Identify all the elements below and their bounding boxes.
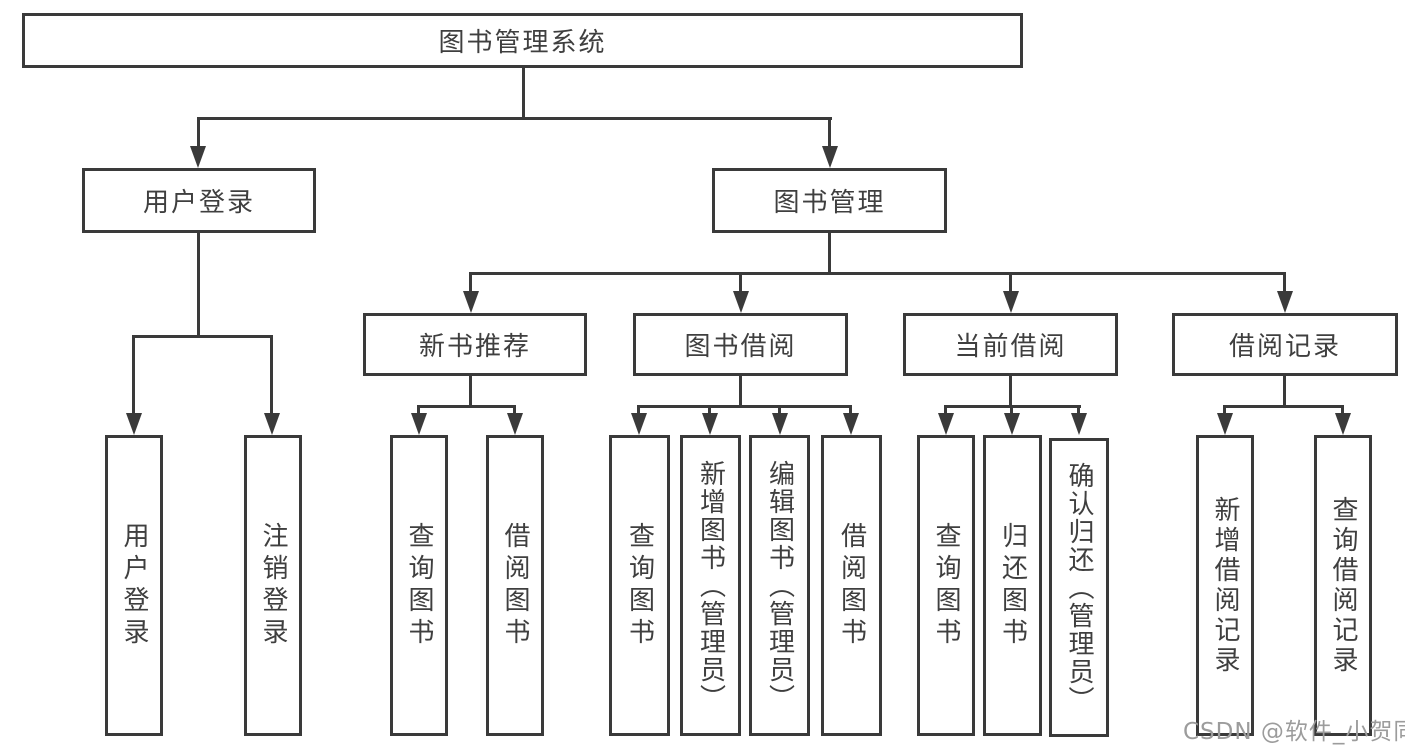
connector [849,406,852,418]
leaf-borrow-query-books: 查询图书 [609,435,670,736]
arrow-down-icon [772,413,788,435]
arrow-down-icon [1335,413,1351,435]
connector [739,274,742,294]
node-current-borrow: 当前借阅 [903,313,1118,376]
connector [417,406,420,418]
arrow-down-icon [1003,291,1019,313]
leaf-return-book: 归还图书 [983,435,1042,736]
connector [1223,405,1344,408]
leaf-user-login: 用户登录 [105,435,163,736]
arrow-down-icon [411,413,427,435]
leaf-logout: 注销登录 [244,435,302,736]
arrow-down-icon [631,413,647,435]
node-book-borrow: 图书借阅 [633,313,848,376]
node-book-management: 图书管理 [712,168,947,233]
connector [1077,406,1080,418]
node-borrow-records: 借阅记录 [1172,313,1398,376]
connector [270,337,273,417]
leaf-confirm-return-admin: 确认归还（管理员） [1049,438,1109,737]
node-user-login: 用户登录 [82,168,316,233]
connector [1283,274,1286,294]
connector [469,375,472,408]
connector [197,233,200,338]
leaf-edit-book-admin: 编辑图书（管理员） [749,435,810,736]
arrow-down-icon [1217,413,1233,435]
connector [513,406,516,418]
leaf-recommend-borrow-books: 借阅图书 [486,435,544,736]
connector [469,274,472,294]
leaf-borrow-books: 借阅图书 [821,435,882,736]
leaf-add-borrow-record: 新增借阅记录 [1196,435,1254,736]
connector [132,335,273,338]
connector [739,375,742,408]
connector [197,117,832,120]
connector [197,118,200,150]
connector [132,337,135,417]
arrow-down-icon [822,146,838,168]
arrow-down-icon [264,413,280,435]
arrow-down-icon [843,413,859,435]
connector [778,406,781,418]
csdn-watermark: CSDN @软件_小贺同学 [1183,719,1405,745]
arrow-down-icon [733,291,749,313]
connector [944,406,947,418]
arrow-down-icon [190,146,206,168]
connector [1341,406,1344,418]
connector [1010,406,1013,418]
node-root: 图书管理系统 [22,13,1023,68]
connector [469,272,1286,275]
arrow-down-icon [463,291,479,313]
leaf-query-borrow-record: 查询借阅记录 [1314,435,1372,736]
arrow-down-icon [507,413,523,435]
connector [417,405,516,408]
connector [708,406,711,418]
connector [1223,406,1226,418]
arrow-down-icon [1004,413,1020,435]
connector [828,118,831,150]
connector [828,233,831,275]
connector [637,406,640,418]
connector [522,68,525,120]
node-new-book-recommend: 新书推荐 [363,313,587,376]
arrow-down-icon [1277,291,1293,313]
arrow-down-icon [126,413,142,435]
connector [637,405,852,408]
connector [1009,274,1012,294]
leaf-current-query-books: 查询图书 [917,435,975,736]
connector [1283,375,1286,408]
arrow-down-icon [702,413,718,435]
connector [1009,375,1012,408]
leaf-recommend-query-books: 查询图书 [390,435,448,736]
arrow-down-icon [1071,413,1087,435]
arrow-down-icon [938,413,954,435]
leaf-add-book-admin: 新增图书（管理员） [680,435,741,736]
